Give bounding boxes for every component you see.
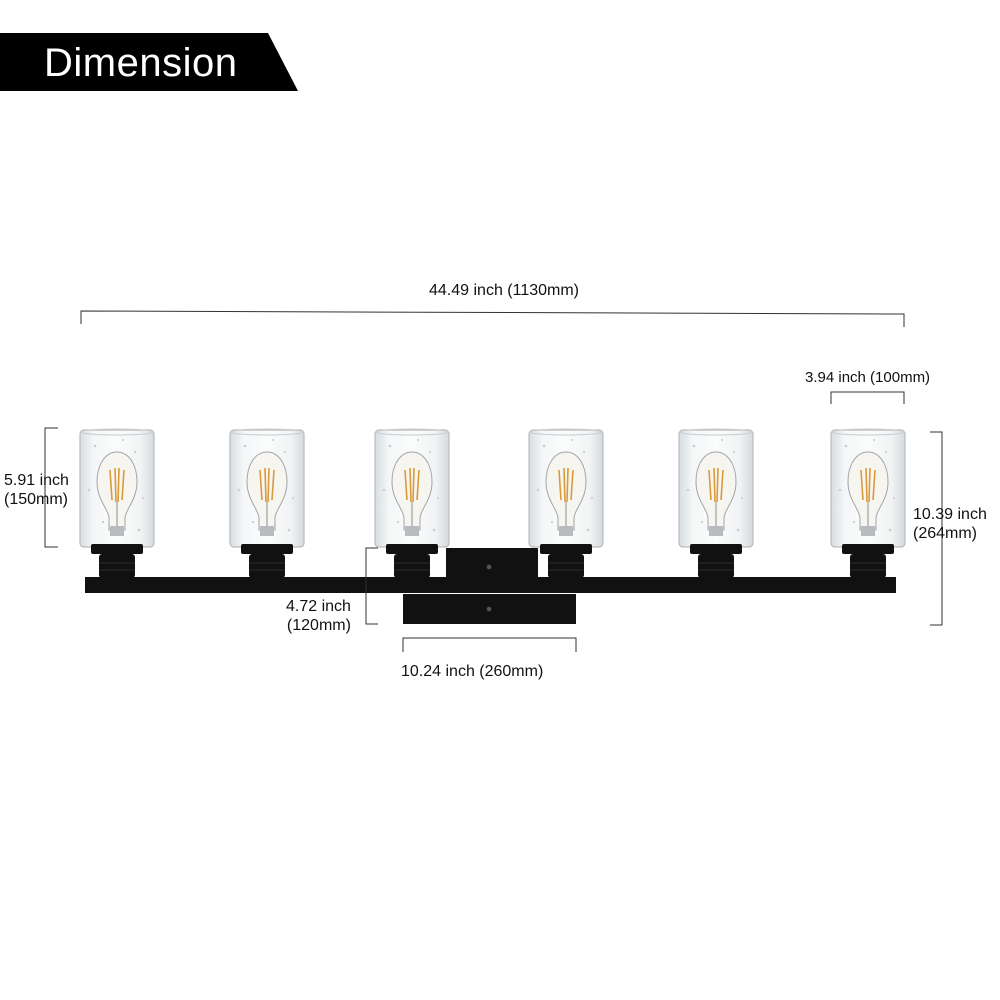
overall-height-mm: (264mm): [913, 525, 978, 542]
extension-inch: 4.72 inch: [286, 598, 351, 615]
banner-title: Dimension: [44, 41, 238, 85]
overall-height-line: [930, 431, 943, 626]
upper-mount-plate: [446, 548, 538, 579]
backplate-width-label: 10.24 inch (260mm): [401, 663, 544, 680]
title-banner: [0, 33, 298, 91]
extension-line: [365, 547, 378, 625]
extension-label: 4.72 inch (120mm): [286, 597, 351, 635]
lamp-3: [374, 428, 450, 579]
mounting-screw: [486, 564, 492, 570]
lamp-2: [229, 428, 305, 579]
lamp-5: [678, 428, 754, 579]
fixture-bar: [85, 577, 896, 593]
overall-width-label: 44.49 inch (1130mm): [429, 282, 579, 299]
backplate-width-line: [402, 637, 577, 652]
shade-diameter-line: [830, 391, 905, 404]
lamp-4: [528, 428, 604, 579]
lamp-6: [830, 428, 906, 579]
lamp-1: [79, 428, 155, 579]
shade-diameter-label: 3.94 inch (100mm): [805, 369, 931, 386]
shade-height-label: 5.91 inch (150mm): [4, 471, 69, 509]
shade-height-inch: 5.91 inch: [4, 472, 69, 489]
shade-height-mm: (150mm): [4, 491, 69, 508]
extension-mm: (120mm): [286, 617, 351, 634]
overall-height-label: 10.39 inch (264mm): [913, 505, 987, 543]
shade-height-line: [44, 427, 58, 548]
mounting-screw: [486, 606, 492, 612]
overall-width-line: [80, 310, 905, 327]
overall-height-inch: 10.39 inch: [913, 506, 987, 523]
